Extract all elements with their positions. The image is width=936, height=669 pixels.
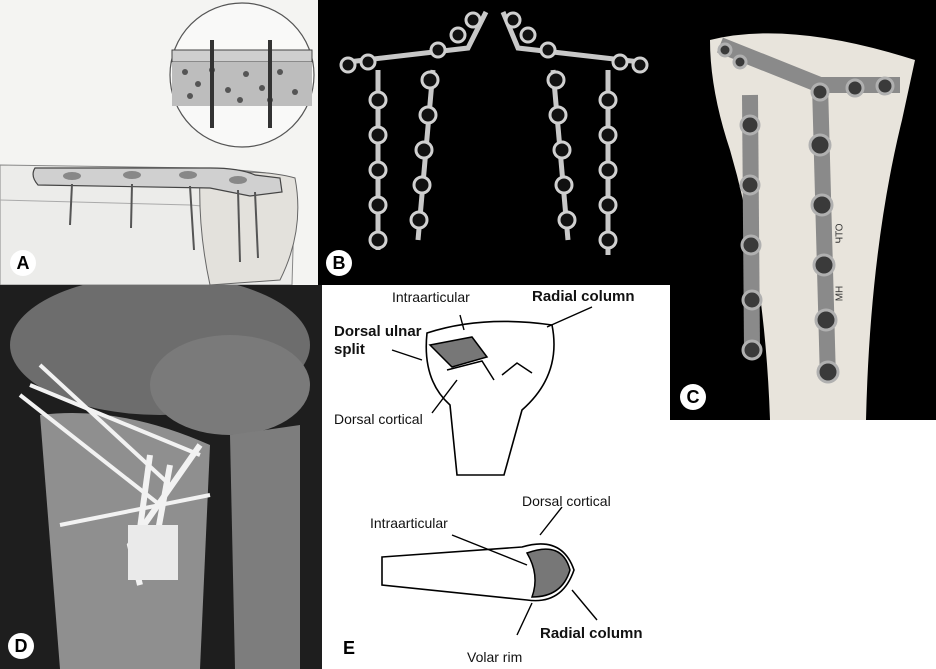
label-bottom-radial-column: Radial column — [540, 625, 643, 642]
panel-d-xray: D — [0, 285, 322, 669]
panel-b-plates: B — [318, 0, 670, 285]
fracture-schematic — [381, 306, 598, 636]
plate-illustration — [0, 0, 318, 285]
label-dorsal-ulnar-split-2: split — [334, 341, 365, 358]
label-bottom-intraarticular: Intraarticular — [370, 515, 448, 531]
label-dorsal-ulnar-split-1: Dorsal ulnar — [334, 323, 422, 340]
panel-label-b: B — [326, 250, 352, 276]
xray-image — [0, 285, 322, 669]
plate-engraving-1: ЧТО — [834, 223, 846, 244]
panel-label-d: D — [8, 633, 34, 659]
panel-label-e: E — [342, 638, 355, 658]
label-bottom-dorsal-cortical: Dorsal cortical — [522, 493, 611, 509]
panel-label-a: A — [10, 250, 36, 276]
label-top-radial-column: Radial column — [532, 288, 635, 305]
bone-model-photo — [670, 0, 936, 420]
plates-photo — [318, 0, 670, 285]
plate-engraving-2: MH — [834, 285, 846, 302]
label-top-intraarticular: Intraarticular — [392, 289, 470, 305]
panel-label-c: C — [680, 384, 706, 410]
label-top-dorsal-cortical: Dorsal cortical — [334, 411, 423, 427]
panel-c-bone-model: ЧТО MH C — [670, 0, 936, 420]
panel-e-schematic: Intraarticular Radial column Dorsal ulna… — [322, 285, 670, 669]
panel-a-illustration: A — [0, 0, 318, 285]
label-bottom-volar-rim: Volar rim — [467, 649, 523, 665]
